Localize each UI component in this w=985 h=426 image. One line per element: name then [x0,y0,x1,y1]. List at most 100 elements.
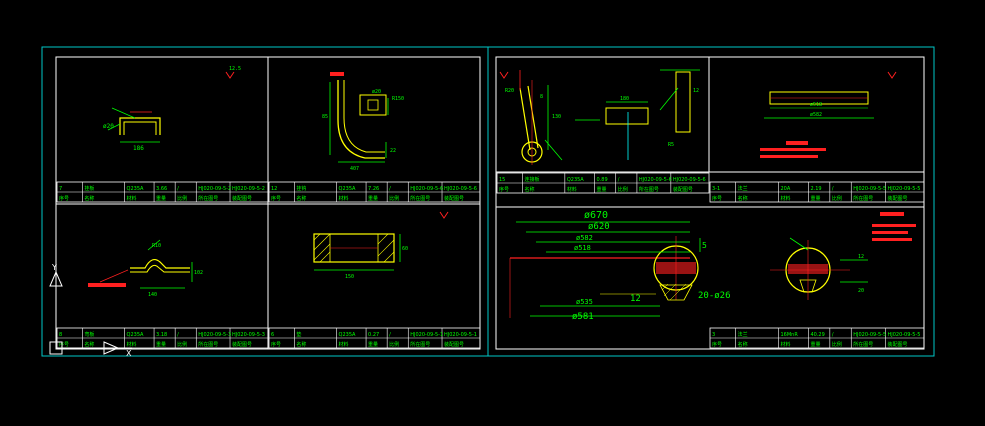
title-block-header: 重量 [368,195,378,202]
title-block-header: 装配图号 [232,195,252,202]
title-block-header: 所在图号 [410,341,430,348]
title-block-value: 8 [59,332,62,338]
title-block-header: 名称 [84,341,94,348]
title-block-header: 比例 [389,195,399,202]
dim-text: ø670 [584,210,608,221]
title-block-value: HJ020-09-5-6 [410,186,443,192]
title-block-value: 3.18 [156,332,167,338]
view-ring: ø518 ø582 [760,91,874,158]
title-block-value: / [832,332,834,338]
title-block-header: 材料 [127,195,137,202]
title-block-header: 重量 [810,195,820,202]
title-block-header: 名称 [296,195,306,202]
title-block-value: 6 [271,332,274,338]
dim-text: ø582 [576,234,593,242]
dim-text: 12 [858,254,864,260]
title-block-value: Q235A [127,332,144,338]
title-block-header: 所在图号 [410,195,430,202]
title-block-value: HJ020-09-5-2 [232,186,265,192]
title-block-header: 材料 [567,186,577,193]
title-block-header: 所在图号 [853,341,873,348]
view-lever: R20 130 8 [505,70,563,165]
dim-text: R20 [505,88,514,94]
title-block-value: 0.89 [597,177,608,183]
dim-text: 407 [350,166,359,172]
dim-text: 85 [322,114,328,120]
title-block-value: HJ020-09-5-3 [198,332,231,338]
title-block-header: 名称 [524,186,534,193]
title-block-value: Q235A [567,177,584,183]
dim-text: 5 [702,241,707,250]
title-block-value: 20A [780,186,790,192]
title-block-header: 序号 [59,195,69,202]
sheet-right-border [495,56,925,350]
dim-text: 20-ø26 [698,291,731,301]
title-block-header: 材料 [339,195,349,202]
view-bracket: ø20 186 [103,107,161,152]
view-flange: ø670 ø620 ø582 ø518 ø535 ø581 12 20-ø26 … [509,210,731,322]
view-plate: 150 60 [313,233,408,280]
dim-text: R10 [152,243,161,249]
title-block-value: HJ020-09-5-3 [232,332,265,338]
title-block-header: 序号 [271,195,281,202]
title-block-header: 比例 [832,341,842,348]
title-block-value: 3-1 [712,186,720,192]
title-block-header: 序号 [712,195,722,202]
dim-text: 180 [620,96,629,102]
view-hook: ø20 R150 407 22 85 [322,72,404,172]
title-block-value: / [618,177,620,183]
dim-text: ø518 [810,102,822,108]
title-block-header: 名称 [84,195,94,202]
title-block-value: / [389,186,391,192]
title-block-value: 垫 [296,331,301,338]
roughness-symbol: 12.5 [225,66,241,79]
dim-text: ø620 [588,222,610,232]
title-block-value: HJ020-09-5-1 [444,332,477,338]
dim-text: 186 [133,145,144,152]
title-block-header: 所在图号 [198,341,218,348]
title-block-value: 15 [499,177,505,183]
title-block-header: 所在图号 [639,186,659,193]
title-block-value: 挂钩 [296,185,306,192]
title-block-header: 序号 [59,341,69,348]
title-block-header: 序号 [712,341,722,348]
dim-text: ø20 [372,89,381,95]
title-block-value: 连接板 [524,176,539,183]
dim-text: 22 [390,148,396,154]
title-block-header: 比例 [389,341,399,348]
dim-text: ø582 [810,112,822,118]
view-detail: 12 20 [770,212,916,300]
dim-text: 140 [148,292,157,298]
dim-text: ø518 [574,244,591,252]
title-block-value: HJ020-09-5-5 [853,332,886,338]
dim-text: 102 [194,270,203,276]
title-block-header: 名称 [296,341,306,348]
dim-text: 20 [858,288,864,294]
title-block-header: 所在图号 [853,195,873,202]
title-block-value: 法兰 [738,331,748,338]
title-block-header: 装配图号 [232,341,252,348]
dim-text: R5 [668,142,674,148]
title-block-value: 法兰 [738,185,748,192]
title-block-header: 重量 [597,186,607,193]
dim-text: ø20 [103,123,114,130]
title-block-value: 3 [712,332,715,338]
title-block-value: 2.19 [810,186,821,192]
title-block-value: 7 [59,186,62,192]
title-block-value: HJ020-09-5-5 [887,186,920,192]
title-block-value: 3.66 [156,186,167,192]
title-block-value: 12 [271,186,277,192]
roughness-symbol [439,71,897,219]
title-block-value: 7.26 [368,186,379,192]
dim-text: 12 [693,88,699,94]
dim-text: 60 [402,246,408,252]
roughness-text: 12.5 [229,66,241,72]
title-block-value: HJ020-09-5-6 [639,177,672,183]
ucs-icon: X Y [49,263,132,358]
